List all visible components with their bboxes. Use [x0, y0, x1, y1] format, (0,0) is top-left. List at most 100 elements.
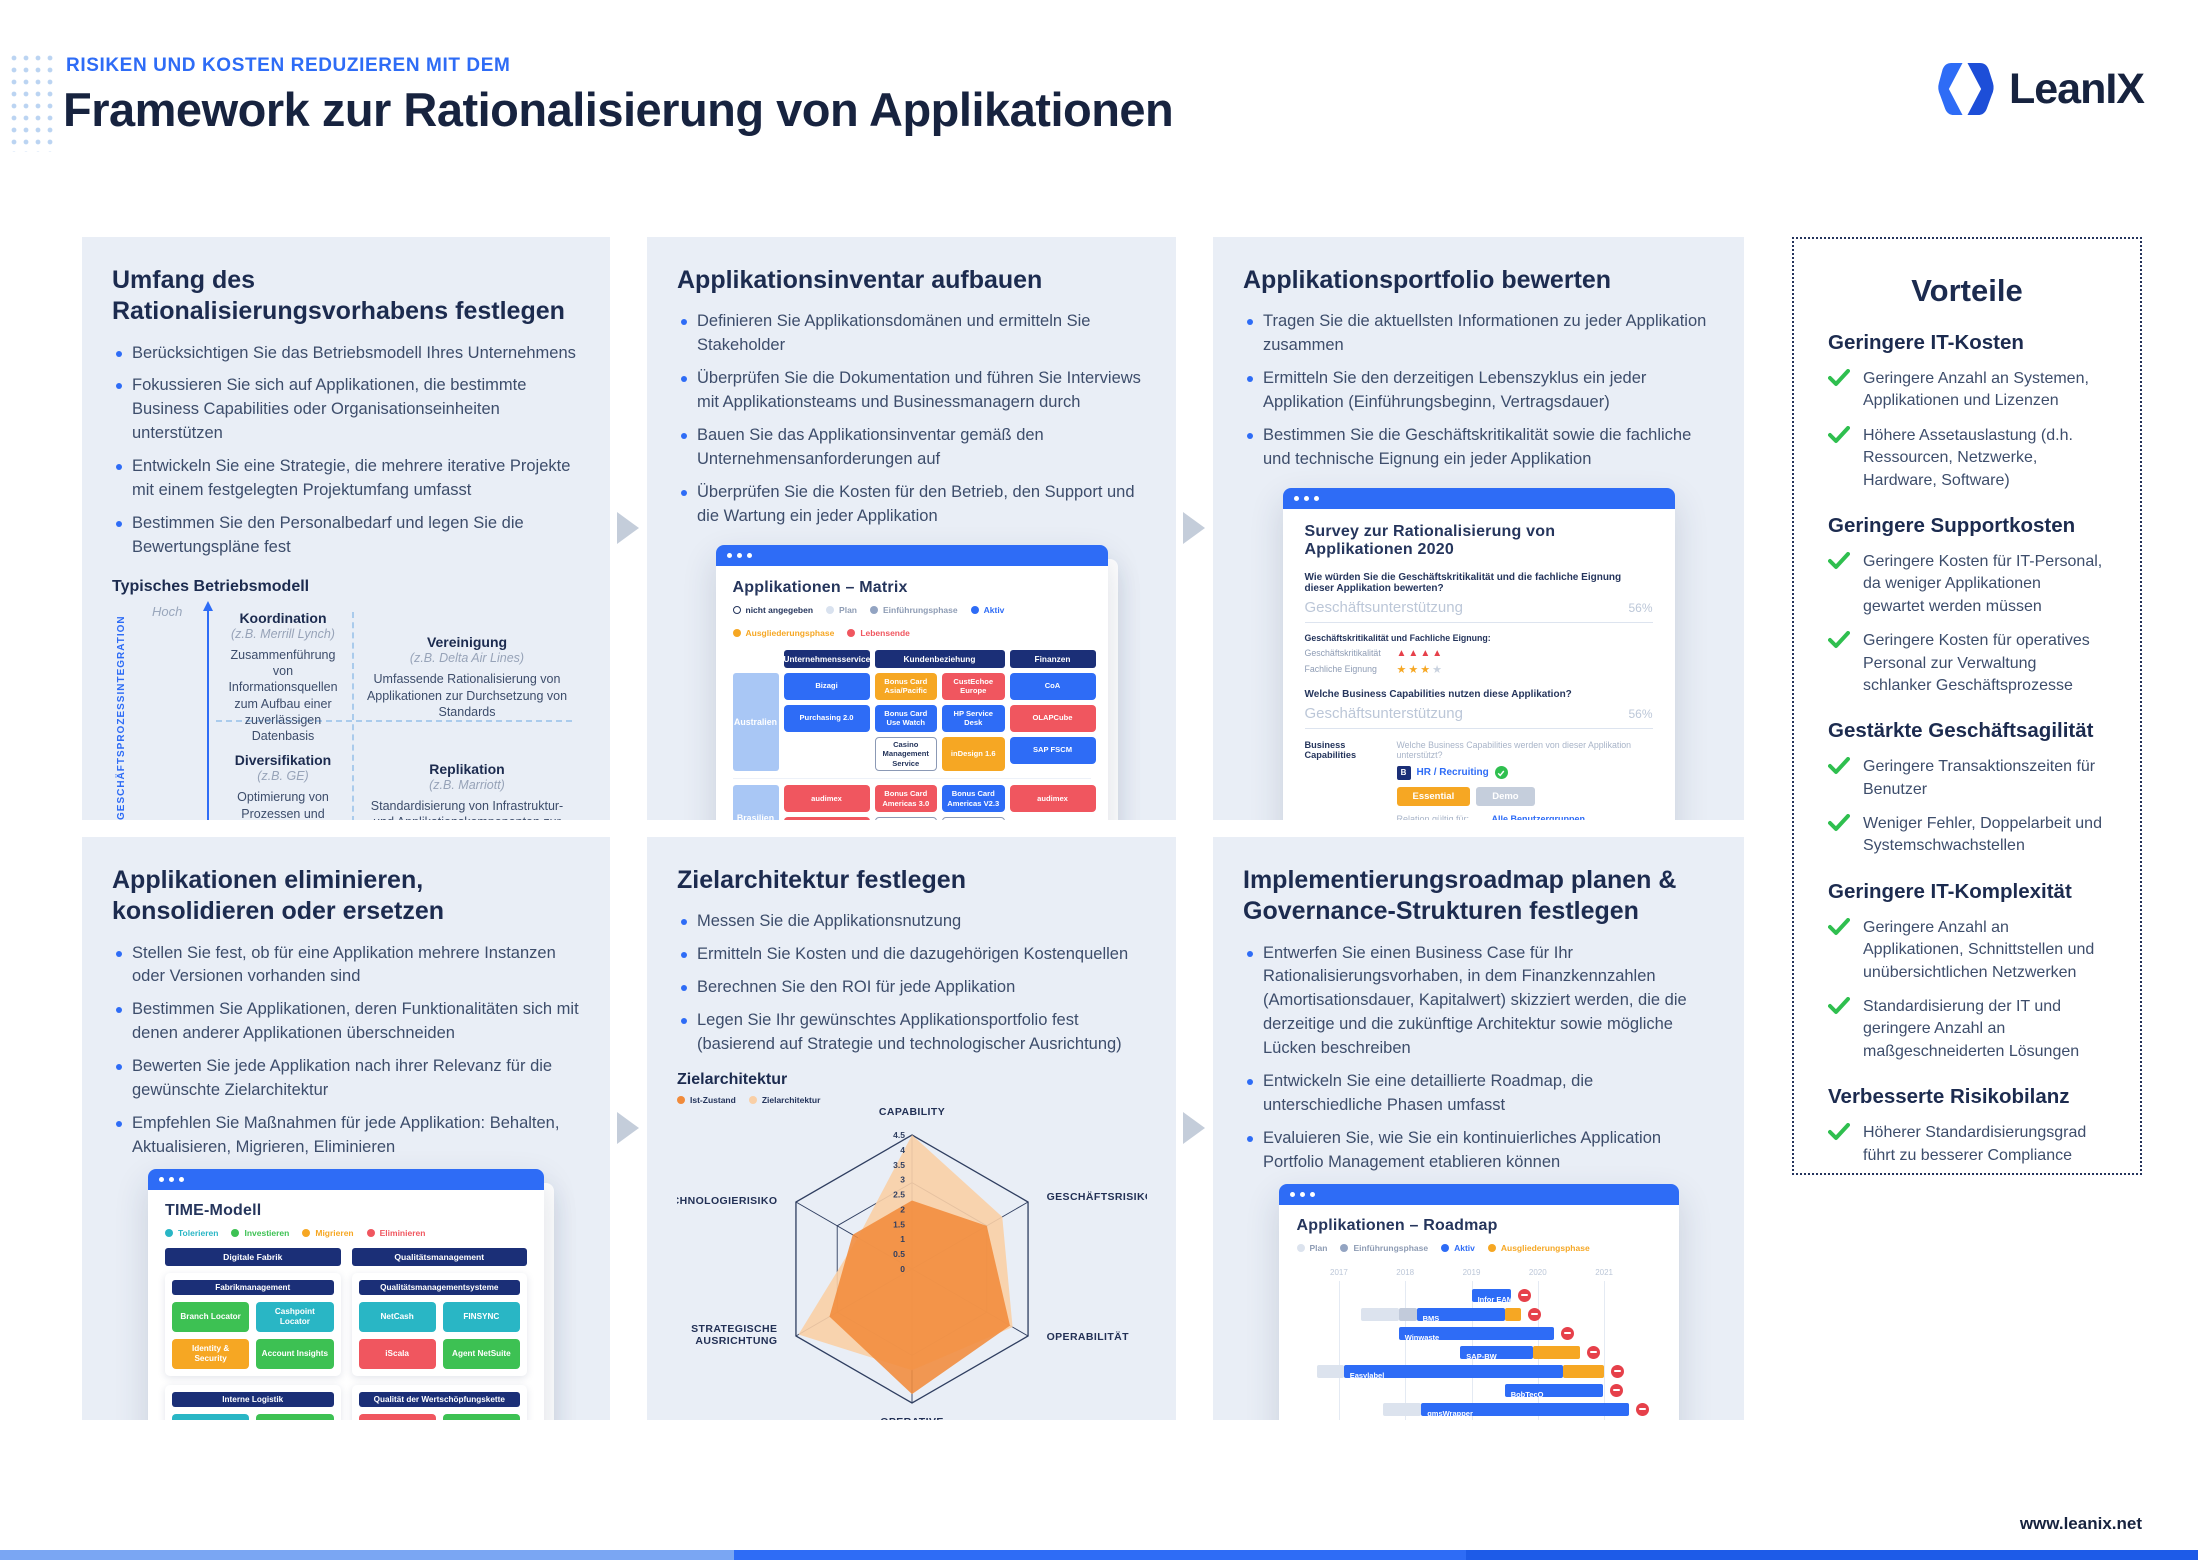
window-dot	[159, 1176, 164, 1182]
quadrant-vereinigung: Vereinigung (z.B. Delta Air Lines) Umfas…	[354, 606, 580, 749]
legend-dot-icon	[732, 628, 741, 637]
application-chip[interactable]: Bizagi	[783, 672, 870, 700]
radar-chart-box: 00.511.522.533.544.5ARCHITECTURECAPABILI…	[657, 1094, 1153, 1420]
matrix-column-header: Kundenbeziehung	[874, 649, 1005, 668]
application-chip[interactable]: StatPro	[358, 1413, 436, 1420]
quadrant-title: Replikation	[429, 760, 505, 777]
gantt-bar-label: Easylabel	[1349, 1370, 1385, 1378]
benefit-text: Höhere Assetauslastung (d.h. Ressourcen,…	[1863, 426, 2073, 489]
gantt-year-label: 2021	[1595, 1267, 1613, 1277]
application-chip[interactable]: Casino Management Service	[874, 817, 937, 820]
gantt-bar-segment[interactable]	[1360, 1307, 1399, 1321]
application-chip[interactable]: FINSYNC	[442, 1301, 520, 1332]
eliminate-badge-icon[interactable]	[1518, 1288, 1532, 1302]
application-chip[interactable]: CoA	[1009, 672, 1096, 700]
bullet-item: Bauen Sie das Applikationsinventar gemäß…	[677, 424, 1146, 472]
application-chip[interactable]: Wallet App	[172, 1413, 250, 1420]
star-rating-icon: ★	[1420, 663, 1433, 676]
application-chip[interactable]: OLAPCube	[1009, 704, 1096, 732]
criticality-triangles[interactable]: ▲▲▲▲	[1397, 648, 1445, 659]
gantt-bar-segment[interactable]: Easylabel	[1343, 1364, 1564, 1378]
gantt-bar-segment[interactable]: SAP-BW	[1460, 1345, 1534, 1359]
application-chip[interactable]: Bonus Card Americas 3.0	[874, 785, 937, 813]
benefits-title: Vorteile	[1911, 273, 2023, 308]
flow-arrow-icon	[1183, 1112, 1205, 1144]
gantt-bar-label: BMS	[1422, 1313, 1440, 1321]
gantt-bar-segment[interactable]	[1398, 1307, 1417, 1321]
relation-value-link[interactable]: Alle Benutzergruppen	[1491, 813, 1586, 820]
application-chip[interactable]: audimex	[783, 785, 870, 813]
gantt-bar-segment[interactable]	[1504, 1307, 1521, 1321]
application-chip[interactable]: Digibank	[256, 1413, 334, 1420]
eliminate-badge-icon[interactable]	[1560, 1326, 1574, 1340]
application-chip[interactable]: Casino Management Service	[874, 736, 937, 772]
gantt-year-gridline: 2017	[1330, 1268, 1348, 1420]
essential-button[interactable]: Essential	[1396, 786, 1471, 806]
benefit-item: Geringere Kosten für IT-Personal, da wen…	[1828, 551, 2106, 618]
gantt-bar-segment[interactable]: Winwaste	[1398, 1326, 1554, 1340]
application-chip[interactable]: Bonus Card Asia/Pacific	[874, 672, 937, 700]
application-chip[interactable]: iScala	[358, 1338, 436, 1369]
gantt-bar-segment[interactable]: qmsWrapper	[1421, 1402, 1630, 1416]
eliminate-badge-icon[interactable]	[1636, 1402, 1650, 1416]
application-chip[interactable]: CustEchoe Europe	[942, 672, 1005, 700]
application-chip[interactable]: inDesign 1.6	[942, 736, 1005, 772]
radar-axis-label: OPERATIVEEFFIZIENZ	[880, 1416, 944, 1420]
time-apps: StatProWealthSuiteBMDSMurex MX.3	[358, 1413, 520, 1420]
survey-field-2[interactable]: Geschäftsunterstützung 56%	[1304, 702, 1653, 729]
quadrant-title: Diversifikation	[234, 752, 332, 769]
eliminate-badge-icon[interactable]	[1587, 1345, 1601, 1359]
benefit-section-heading: Gestärkte Geschäftsagilität	[1828, 719, 2094, 743]
benefit-item: Standardisierung der IT und geringere An…	[1828, 996, 2106, 1063]
website-link[interactable]: www.leanix.net	[2019, 1514, 2142, 1533]
application-chip[interactable]: Bonus Card Use Watch	[874, 704, 937, 732]
survey-field[interactable]: Geschäftsunterstützung 56%	[1304, 596, 1653, 623]
eliminate-badge-icon[interactable]	[1611, 1364, 1625, 1378]
gantt-bar-segment[interactable]: BobTecQ	[1504, 1383, 1603, 1397]
eliminate-badge-icon[interactable]	[1527, 1307, 1541, 1321]
bullet-item: Entwickeln Sie eine Strategie, die mehre…	[112, 455, 580, 503]
application-chip[interactable]: Account Insights	[256, 1338, 334, 1369]
application-chip[interactable]: Purchasing 2.0	[783, 704, 870, 732]
gantt-bar-segment[interactable]	[1533, 1345, 1581, 1359]
application-chip[interactable]: Cashpoint Locator	[256, 1301, 334, 1332]
benefit-item: Höherer Standardisierungsgrad führt zu b…	[1828, 1122, 2106, 1167]
benefit-section-heading: Geringere IT-Komplexität	[1828, 879, 2072, 903]
window-dot	[169, 1176, 174, 1182]
application-chip[interactable]: Agent NetSuite	[442, 1338, 520, 1369]
application-chip[interactable]: HP Service Desk	[942, 704, 1005, 732]
application-chip[interactable]: WealthSuite	[442, 1413, 520, 1420]
application-chip[interactable]: audimex	[1009, 785, 1096, 813]
application-chip[interactable]: Branch Locator	[172, 1301, 250, 1332]
gantt-bar-segment[interactable]	[1563, 1364, 1605, 1378]
panel-eliminate-bullets: Stellen Sie fest, ob für eine Applikatio…	[112, 942, 580, 1160]
application-chip[interactable]: Bonus Card Americas V2.3	[942, 785, 1005, 813]
application-chip[interactable]: SAP FSCM	[1009, 736, 1096, 764]
survey-field-percent: 56%	[1628, 600, 1653, 615]
gantt-year-gridline: 2021	[1595, 1268, 1613, 1420]
demo-button[interactable]: Demo	[1476, 786, 1535, 806]
relation-label: Relation gültig für:	[1396, 813, 1470, 820]
betriebsmodell-label: Typisches Betriebsmodell	[112, 577, 310, 595]
gantt-bar-segment[interactable]: Infor EAM	[1471, 1288, 1512, 1302]
application-chip[interactable]: Lodging Management System	[942, 817, 1005, 820]
bullet-item: Fokussieren Sie sich auf Applikationen, …	[112, 374, 580, 446]
gantt-bar-segment[interactable]: BMS	[1416, 1307, 1505, 1321]
eliminate-badge-icon[interactable]	[1609, 1383, 1623, 1397]
window-dot	[736, 552, 742, 558]
panel-roadmap-title: Implementierungsroadmap planen & Governa…	[1243, 866, 1677, 926]
bullet-item: Bewerten Sie jede Applikation nach ihrer…	[112, 1055, 580, 1103]
application-chip[interactable]: Identity & Security	[172, 1338, 250, 1369]
bc-label: Business Capabilities	[1304, 739, 1357, 760]
bc-chip[interactable]: B HR / Recruiting	[1396, 765, 1653, 780]
application-chip[interactable]: NetCash	[358, 1301, 436, 1332]
leanix-logo[interactable]: LeanIX	[1934, 58, 2145, 120]
legend-dot-icon	[1487, 1243, 1496, 1252]
gantt-bar-segment[interactable]	[1317, 1364, 1344, 1378]
application-chip[interactable]: VA_Application	[783, 817, 870, 820]
gantt-bar-segment[interactable]	[1383, 1402, 1422, 1416]
fitness-stars[interactable]: ★★★★	[1397, 663, 1445, 676]
